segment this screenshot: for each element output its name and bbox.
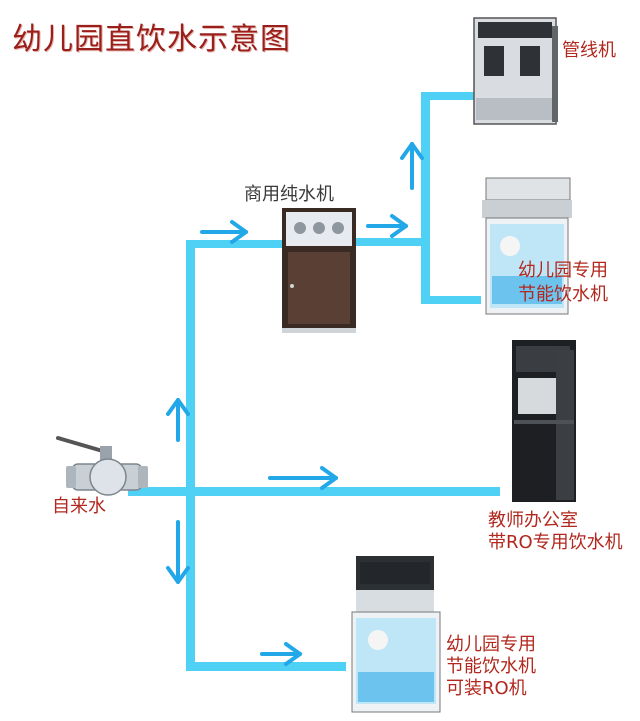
- pipe-vertical-down: [186, 490, 195, 670]
- pipe-network: [128, 92, 500, 671]
- label-purifier: 商用纯水机: [244, 184, 334, 205]
- label-office-line2: 带RO专用饮水机: [488, 532, 623, 553]
- diagram-title: 幼儿园直饮水示意图: [12, 22, 291, 57]
- arrow-down-main: [166, 520, 190, 584]
- label-kindergarten-bottom-line3: 可装RO机: [446, 678, 527, 699]
- pipe-main-horizontal: [128, 487, 500, 496]
- flow-arrows: [166, 142, 424, 666]
- arrow-up-main: [166, 398, 190, 442]
- label-kindergarten-top-line2: 节能饮水机: [518, 284, 608, 305]
- pipe-riser: [421, 92, 430, 304]
- ball-valve-icon: [56, 436, 148, 496]
- arrow-right-to-purifier: [200, 220, 248, 244]
- arrow-right-from-purifier: [366, 214, 408, 238]
- pipe-to-bottom-dispenser: [186, 662, 346, 671]
- label-kindergarten-top-line1: 幼儿园专用: [518, 260, 608, 281]
- kindergarten-dispenser-bottom-icon: [351, 556, 441, 713]
- pipeline-machine-icon: [473, 17, 558, 125]
- kindergarten-dispenser-top-icon: [482, 177, 572, 315]
- office-dispenser-icon: [512, 340, 576, 502]
- pipe-to-purifier: [186, 240, 284, 248]
- label-tap-water: 自来水: [52, 496, 106, 517]
- label-pipeline-machine: 管线机: [562, 40, 616, 61]
- pipe-vertical-up: [186, 240, 195, 492]
- purifier-cabinet-icon: [282, 208, 356, 333]
- arrow-right-to-office: [268, 466, 338, 490]
- label-kindergarten-bottom-line2: 节能饮水机: [446, 656, 536, 677]
- arrow-up-riser: [400, 142, 424, 190]
- pipe-to-top-dispenser: [421, 296, 481, 304]
- arrow-right-to-bottom: [260, 642, 302, 666]
- label-office-line1: 教师办公室: [488, 510, 578, 531]
- pipe-purifier-out: [356, 238, 428, 246]
- pipe-to-pipeline-machine: [421, 92, 477, 100]
- label-kindergarten-bottom-line1: 幼儿园专用: [446, 634, 536, 655]
